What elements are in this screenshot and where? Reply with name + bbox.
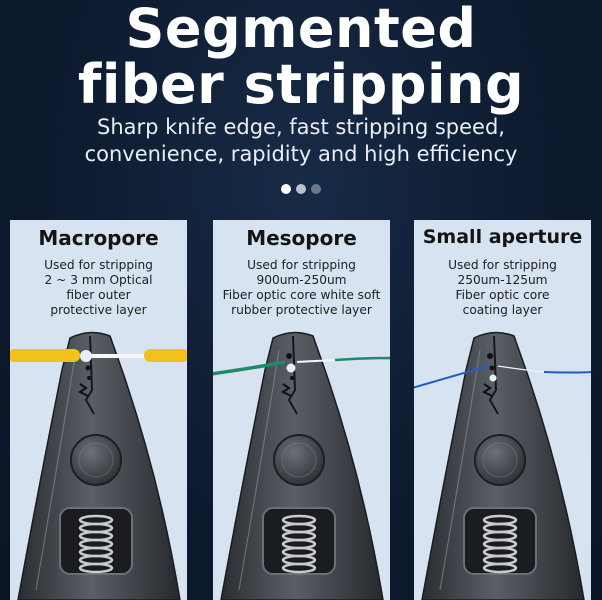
panel-description: Used for stripping 900um-250um Fiber opt…: [213, 258, 390, 318]
tool-notch: [281, 383, 292, 397]
tool-jaw: [84, 335, 95, 415]
stripping-hole-medium: [489, 365, 495, 371]
tool-highlight: [439, 349, 481, 591]
fiber-cable-left: [213, 360, 286, 376]
stripping-hole-large: [487, 353, 493, 359]
stripping-hole-small: [290, 376, 294, 380]
fiber-core: [296, 359, 338, 363]
panel-description-line: Used for stripping: [247, 258, 356, 272]
pivot-knob-ring: [281, 442, 317, 478]
stripping-hole-small: [87, 376, 91, 380]
tool-highlight: [238, 349, 280, 591]
fiber-cable-right: [543, 371, 591, 374]
carousel-indicator: [281, 184, 321, 194]
tool-jaw: [287, 335, 298, 415]
subtitle-line-1: Sharp knife edge, fast stripping speed,: [97, 115, 505, 139]
pivot-knob-ring: [78, 442, 114, 478]
tool-notch: [78, 383, 89, 397]
panel-macropore: Macropore Used for stripping 2 ~ 3 mm Op…: [10, 220, 187, 600]
pivot-knob: [273, 434, 325, 486]
headline-line-2: fiber stripping: [77, 53, 525, 116]
panel-description: Used for stripping 250um-125um Fiber opt…: [414, 258, 591, 318]
panel-title: Macropore: [38, 226, 159, 250]
spring-coil: [78, 562, 114, 574]
carousel-dot[interactable]: [296, 184, 306, 194]
panel-small-aperture: Small aperture Used for stripping 250um-…: [414, 220, 591, 600]
panel-description-line: 900um-250um: [256, 273, 347, 287]
panel-mesopore: Mesopore Used for stripping 900um-250um …: [213, 220, 390, 600]
panel-description-line: coating layer: [462, 303, 543, 317]
stripping-hole-large: [286, 353, 292, 359]
fiber-cable-left: [414, 365, 489, 389]
fiber-stripper-tool-icon: [10, 331, 187, 600]
stripping-hole-large: [80, 350, 92, 362]
fiber-core: [497, 365, 545, 373]
panel-description-line: fiber outer: [66, 288, 131, 302]
stripping-hole-medium: [286, 363, 296, 373]
carousel-dot[interactable]: [311, 184, 321, 194]
panel-description-line: Fiber optic core: [455, 288, 550, 302]
panel-description-line: 250um-125um: [457, 273, 548, 287]
fiber-cable-left: [10, 349, 80, 362]
tool-jaw: [488, 335, 499, 415]
carousel-dot[interactable]: [281, 184, 291, 194]
panel-title: Mesopore: [246, 226, 357, 250]
pivot-knob: [70, 434, 122, 486]
headline-line-1: Segmented: [125, 0, 477, 60]
fiber-cable-right: [144, 349, 187, 362]
panel-description-line: Used for stripping: [448, 258, 557, 272]
panel-description-line: rubber protective layer: [231, 303, 372, 317]
panel-description-line: Fiber optic core white soft: [222, 288, 381, 302]
fiber-stripper-tool-icon: [414, 331, 591, 600]
pivot-knob-ring: [482, 442, 518, 478]
panel-description-line: Used for stripping: [44, 258, 153, 272]
subtitle-line-2: convenience, rapidity and high efficienc…: [84, 142, 518, 166]
fiber-cable-right: [334, 356, 390, 362]
tool-highlight: [35, 349, 77, 591]
spring-coil: [482, 562, 518, 574]
pivot-knob: [474, 434, 526, 486]
spring-coil: [281, 562, 317, 574]
panel-description-line: 2 ~ 3 mm Optical: [44, 273, 153, 287]
fiber-core: [90, 354, 146, 358]
fiber-stripper-tool-icon: [213, 331, 390, 600]
stripping-hole-small: [489, 374, 497, 382]
panel-title: Small aperture: [422, 226, 583, 248]
panel-description: Used for stripping 2 ~ 3 mm Optical fibe…: [10, 258, 187, 318]
panel-description-line: protective layer: [50, 303, 147, 317]
stripping-hole-medium: [85, 365, 91, 371]
tool-notch: [482, 383, 493, 397]
